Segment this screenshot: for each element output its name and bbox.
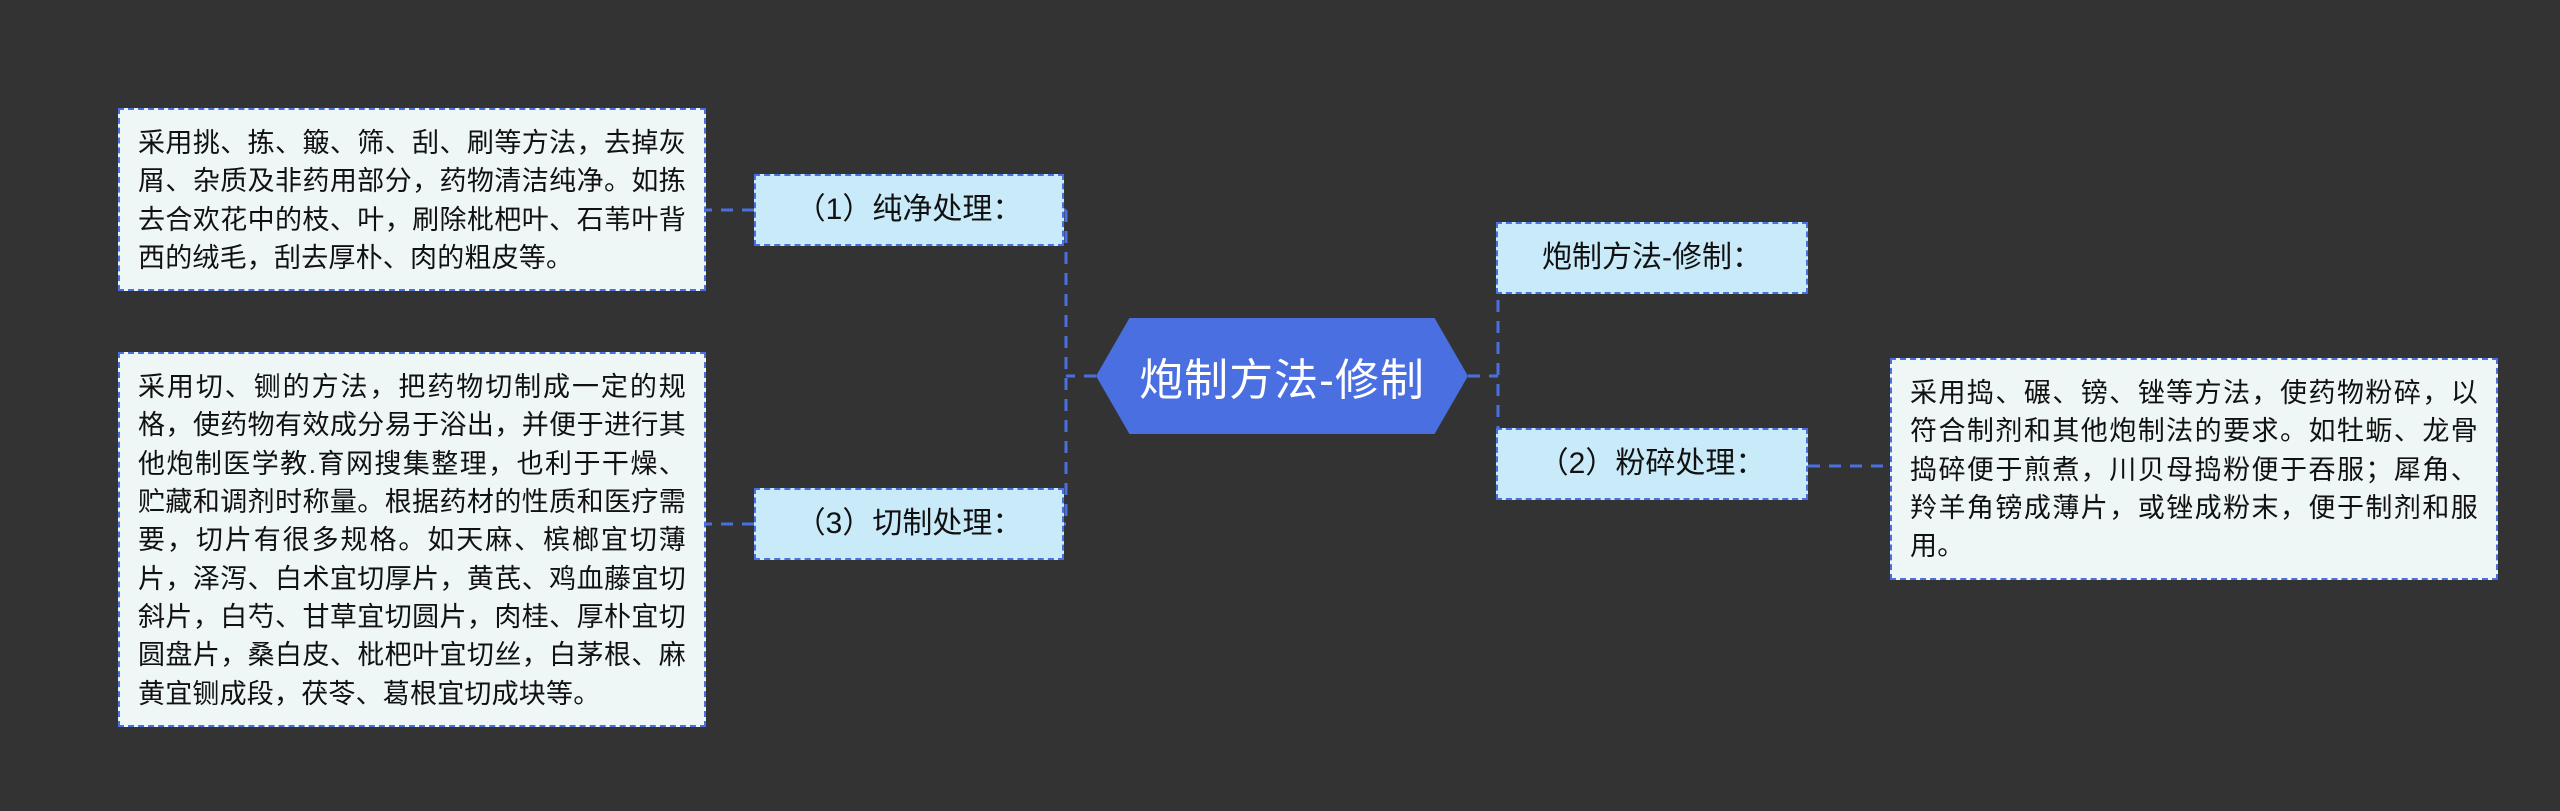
chip-processing-method[interactable]: 炮制方法-修制：: [1496, 222, 1808, 294]
chip-cutting-processing[interactable]: （3）切制处理：: [754, 488, 1064, 560]
description-cutting-processing: 采用切、铡的方法，把药物切制成一定的规格，使药物有效成分易于浴出，并便于进行其他…: [118, 352, 706, 727]
description-crushing-processing: 采用捣、碾、镑、锉等方法，使药物粉碎，以符合制剂和其他炮制法的要求。如牡蛎、龙骨…: [1890, 358, 2498, 580]
center-node-hexagon: 炮制方法-修制: [1096, 318, 1468, 434]
description-pure-processing: 采用挑、拣、簸、筛、刮、刷等方法，去掉灰屑、杂质及非药用部分，药物清洁纯净。如拣…: [118, 108, 706, 292]
chip-crushing-processing[interactable]: （2）粉碎处理：: [1496, 428, 1808, 500]
chip-pure-processing[interactable]: （1）纯净处理：: [754, 174, 1064, 246]
center-node[interactable]: 炮制方法-修制: [1096, 318, 1468, 434]
center-node-label: 炮制方法-修制: [1139, 356, 1425, 405]
